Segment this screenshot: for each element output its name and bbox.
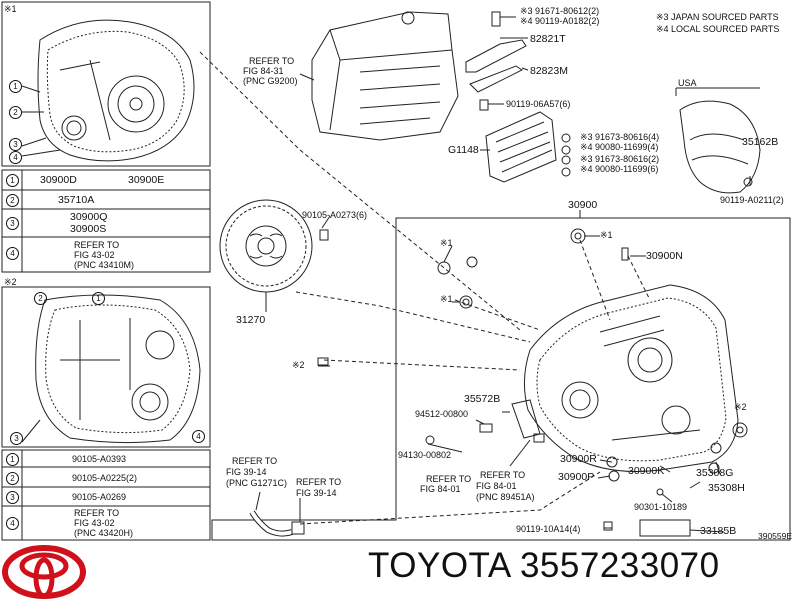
toyota-logo-icon <box>2 545 86 599</box>
transaxle-housing <box>524 284 739 472</box>
legend1-row3-part-b: 30900S <box>70 223 107 235</box>
legend1-row4-line2: FIG 43-02 <box>74 250 115 260</box>
marker-2-left: ※2 <box>4 277 17 287</box>
drawing-code: 390559E <box>758 531 793 541</box>
ref-line: (PNC G1271C) <box>226 478 288 488</box>
callout-1: 1 <box>9 80 22 93</box>
legend1-row1-part-b: 30900E <box>128 174 165 186</box>
part-35308H: 35308H <box>708 482 745 494</box>
ref-line: (PNC G9200) <box>243 76 298 86</box>
legend2-row4-line3: (PNC 43420H) <box>74 528 134 538</box>
legend1-row4-num: 4 <box>6 247 19 260</box>
ref-line: FIG 84-01 <box>476 481 517 491</box>
marker-2-main: ※2 <box>292 360 305 370</box>
callout-2b-3: 3 <box>10 432 23 445</box>
marker-1-a: ※1 <box>600 230 613 240</box>
part-90301: 90301-10189 <box>634 502 688 512</box>
part-90080-b: ※4 90080-11699(6) <box>580 164 659 174</box>
marker-2-seal: ※2 <box>734 402 747 412</box>
motor-assembly <box>311 11 459 141</box>
part-35308G: 35308G <box>696 467 734 479</box>
part-90119-06a57: 90119-06A57(6) <box>506 99 571 109</box>
part-30900P: 30900P <box>558 471 595 483</box>
ref-line: REFER TO <box>296 477 342 487</box>
callout-2b-2: 1 <box>92 292 105 305</box>
main-assembly-frame <box>211 217 791 541</box>
part-G1148: G1148 <box>448 144 479 156</box>
housing-outline-1 <box>37 19 195 162</box>
legend1-row4-line3: (PNC 43410M) <box>74 260 135 270</box>
legend2-row3-part: 90105-A0269 <box>72 492 127 502</box>
part-91673-a: ※3 91673-80616(4) <box>580 132 660 142</box>
marker-1-top: ※1 <box>4 4 17 14</box>
region-usa: USA <box>678 78 697 88</box>
legend2-row2-num: 2 <box>6 472 19 485</box>
part-91671: ※3 91671-80612(2) <box>520 6 600 16</box>
bracket-82823M <box>469 65 523 93</box>
legend2-row4-num: 4 <box>6 517 19 530</box>
part-90119-a0211: 90119-A0211(2) <box>720 195 784 205</box>
ref-line: FIG 84-31 <box>243 66 284 76</box>
part-number-title: TOYOTA 3557233070 <box>368 546 720 585</box>
legend1-row2-num: 2 <box>6 194 19 207</box>
ref-line: REFER TO <box>249 56 295 66</box>
legend1-row1-part-a: 30900D <box>40 174 77 186</box>
callout-2: 2 <box>9 106 22 119</box>
connector-G1148 <box>485 111 557 183</box>
ref-line: FIG 84-01 <box>420 484 461 494</box>
ref-line: (PNC 89451A) <box>476 492 535 502</box>
part-94130: 94130-00802 <box>398 450 452 460</box>
legend1-row3-num: 3 <box>6 217 19 230</box>
part-91673-b: ※3 91673-80616(2) <box>580 154 660 164</box>
marker-1-c: ※1 <box>440 294 453 304</box>
part-82823M: 82823M <box>530 65 568 77</box>
legend2-row4-line2: FIG 43-02 <box>74 518 115 528</box>
legend1-row1-num: 1 <box>6 174 19 187</box>
clutch-disc-31270 <box>219 199 313 293</box>
ref-line: REFER TO <box>232 456 278 466</box>
part-30900K: 30900K <box>628 465 665 477</box>
note-japan: ※3 JAPAN SOURCED PARTS <box>656 12 779 22</box>
case-view-2-frame <box>1 286 211 448</box>
part-90080-a: ※4 90080-11699(4) <box>580 142 659 152</box>
callout-3: 3 <box>9 138 22 151</box>
part-35572B: 35572B <box>464 393 501 405</box>
ref-line: REFER TO <box>480 470 526 480</box>
cover-35162B <box>679 100 761 194</box>
case-view-1-frame <box>1 1 211 167</box>
bracket-82821T <box>465 39 527 73</box>
legend2-row4-line1: REFER TO <box>74 508 120 518</box>
callout-2b-4: 4 <box>192 430 205 443</box>
part-35162B: 35162B <box>742 136 779 148</box>
part-94512: 94512-00800 <box>415 409 469 419</box>
part-30900R: 30900R <box>560 453 597 465</box>
legend2-row2-part: 90105-A0225(2) <box>72 473 138 483</box>
housing-outline-2 <box>35 294 201 444</box>
ref-line: FIG 39-14 <box>296 488 337 498</box>
part-90119-a0182: ※4 90119-A0182(2) <box>520 16 600 26</box>
callout-2b-1: 2 <box>34 292 47 305</box>
part-33185B: 33185B <box>700 525 737 537</box>
part-30900: 30900 <box>568 199 598 211</box>
callout-4: 4 <box>9 151 22 164</box>
legend2-row1-part: 90105-A0393 <box>72 454 127 464</box>
part-31270: 31270 <box>236 314 266 326</box>
legend2-row3-num: 3 <box>6 491 19 504</box>
bearing-bore <box>107 75 165 133</box>
legend1-row3-part-a: 30900Q <box>70 211 108 223</box>
part-30900N: 30900N <box>646 250 683 262</box>
ref-line: REFER TO <box>426 474 472 484</box>
note-local: ※4 LOCAL SOURCED PARTS <box>656 24 780 34</box>
legend1-row4-line1: REFER TO <box>74 240 120 250</box>
part-82821T: 82821T <box>530 33 566 45</box>
part-90105-a0273: 90105-A0273(6) <box>302 210 368 220</box>
legend1-row2-part: 35710A <box>58 194 95 206</box>
ref-line: FIG 39-14 <box>226 467 267 477</box>
legend2-row1-num: 1 <box>6 453 19 466</box>
marker-1-b: ※1 <box>440 238 453 248</box>
part-90119-10a14: 90119-10A14(4) <box>516 524 581 534</box>
